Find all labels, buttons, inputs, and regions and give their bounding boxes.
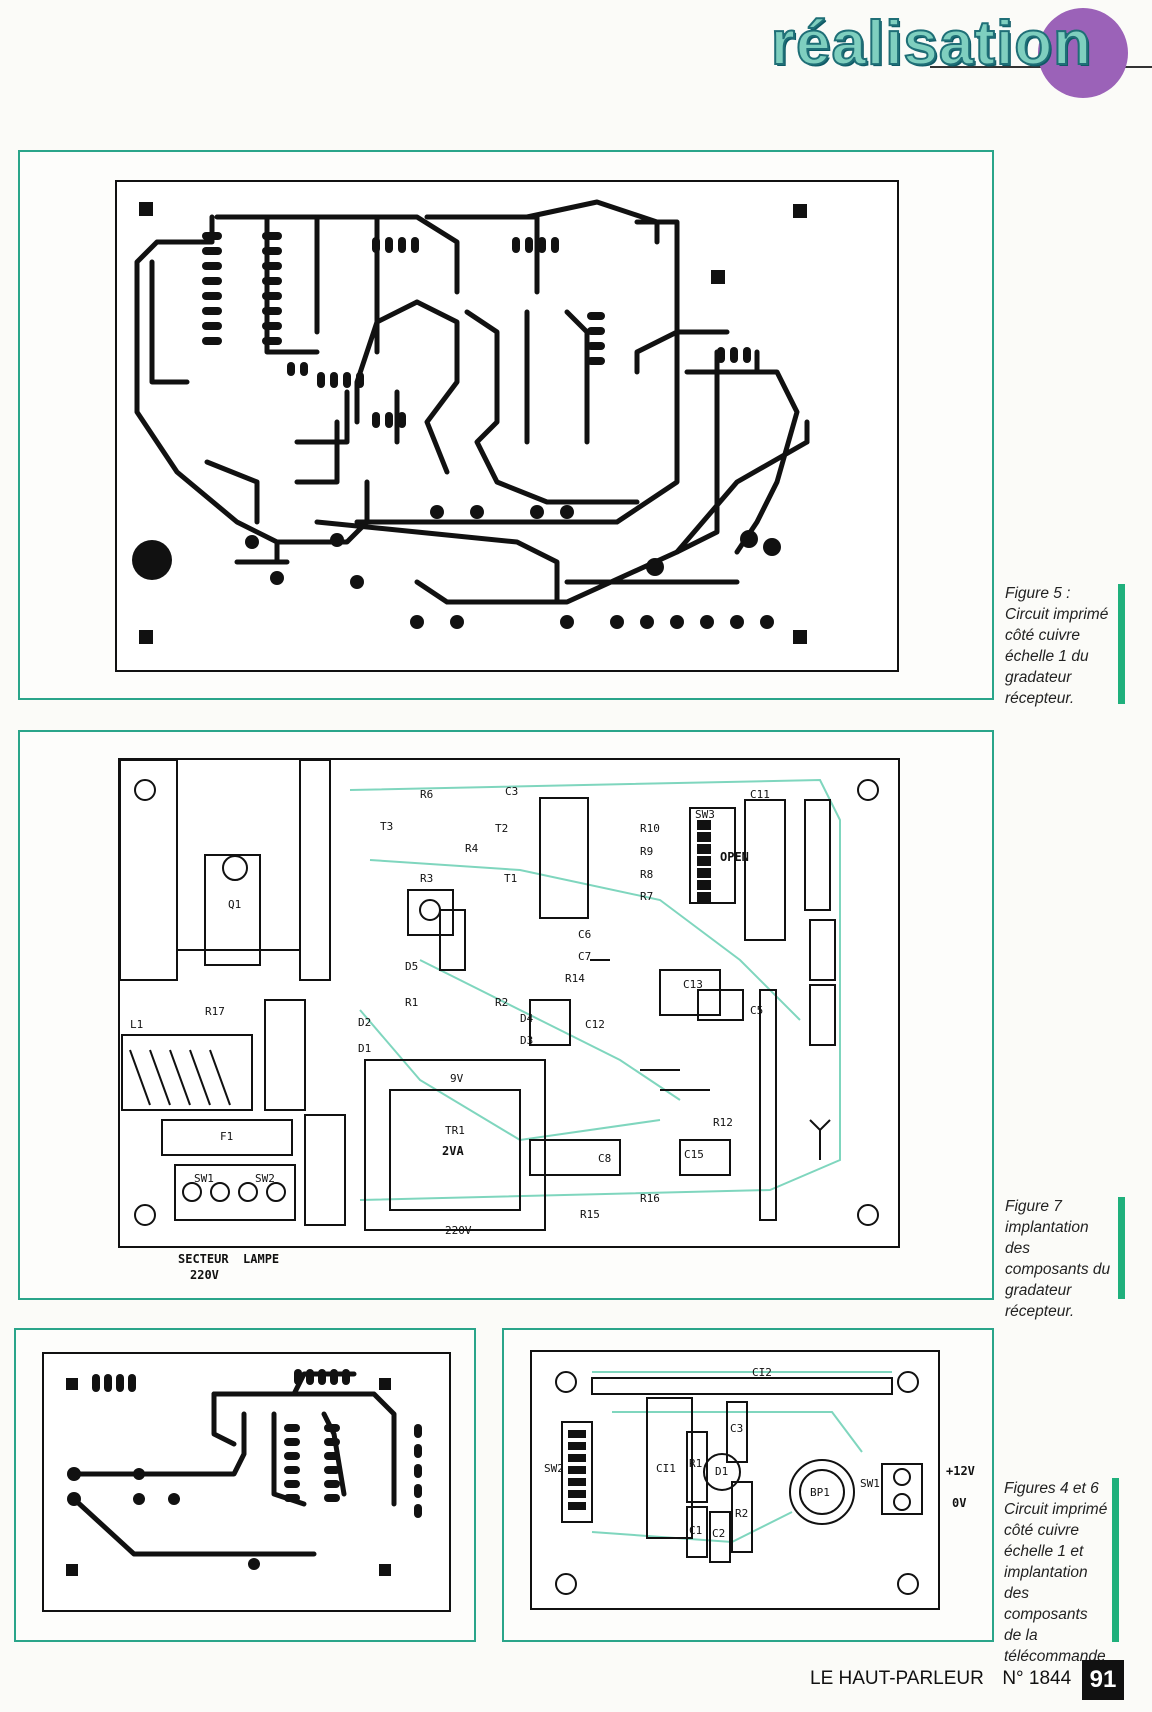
label-r4: R4 [465, 842, 479, 855]
label-d1-remote: D1 [715, 1465, 729, 1478]
label-t1: T1 [504, 872, 518, 885]
remote-copper-traces [66, 1369, 422, 1576]
label-r7: R7 [640, 890, 654, 903]
label-c13: C13 [683, 978, 703, 991]
dip-switch-sw2 [568, 1430, 586, 1510]
figure-46-caption-bar [1112, 1478, 1119, 1642]
label-r9: R9 [640, 845, 654, 858]
label-sw1-remote: SW1 [860, 1477, 880, 1490]
label-d5: D5 [405, 960, 419, 973]
label-tr1: TR1 [445, 1124, 465, 1137]
label-t2: T2 [495, 822, 509, 835]
mains-label: SECTEUR LAMPE [178, 1252, 280, 1266]
label-sw3: SW3 [695, 808, 715, 821]
label-c6: C6 [578, 928, 592, 941]
label-sw2-remote: SW2 [544, 1462, 564, 1475]
label-q1: Q1 [228, 898, 242, 911]
remote-component-layout [555, 1371, 923, 1595]
figure-46-caption: Figures 4 et 6 Circuit imprimé côté cuiv… [1004, 1480, 1108, 1665]
label-c3: C3 [505, 785, 519, 798]
figure-6-layout: CI2 C3 SW2 CI1 R1 D1 BP1 SW1 C1 C2 R2 [530, 1350, 940, 1610]
label-r6: R6 [420, 788, 434, 801]
label-r10: R10 [640, 822, 660, 835]
figure-7-layout: R6 C3 T3 T2 Q1 R4 R3 T1 R10 R9 R8 R7 SW3… [118, 758, 900, 1248]
label-ci2: CI2 [752, 1366, 772, 1379]
label-c2-remote: C2 [712, 1527, 726, 1540]
label-sw2: SW2 [255, 1172, 275, 1185]
label-r14: R14 [565, 972, 585, 985]
mains-voltage: 220V [190, 1268, 219, 1282]
label-d4: D4 [520, 1012, 534, 1025]
label-c1-remote: C1 [689, 1524, 703, 1537]
label-d2: D2 [358, 1016, 372, 1029]
label-c11-top: C11 [750, 788, 770, 801]
label-l1: L1 [130, 1018, 144, 1031]
label-220v: 220V [445, 1224, 472, 1237]
label-d1: D1 [358, 1042, 372, 1055]
ghost-traces [349, 778, 841, 1201]
label-c7: C7 [578, 950, 592, 963]
label-r1: R1 [405, 996, 419, 1009]
section-title: réalisation [770, 8, 1092, 79]
label-r2-remote: R2 [735, 1507, 749, 1520]
screw-terminals [182, 1182, 286, 1202]
supply-plus-label: +12V [946, 1464, 975, 1478]
label-sw1: SW1 [194, 1172, 214, 1185]
label-d3: D3 [520, 1034, 534, 1047]
label-c12: C12 [585, 1018, 605, 1031]
footer-issue: N° 1844 [1002, 1668, 1072, 1689]
label-c15: C15 [684, 1148, 704, 1161]
label-ci1: CI1 [656, 1462, 676, 1475]
label-c5: C5 [750, 1004, 764, 1017]
label-c3-remote: C3 [730, 1422, 744, 1435]
label-f1: F1 [220, 1130, 234, 1143]
label-r17: R17 [205, 1005, 225, 1018]
label-r12: R12 [713, 1116, 733, 1129]
figure-5-caption: Figure 5 : Circuit imprimé côté cuivre é… [1005, 585, 1109, 707]
label-r15: R15 [580, 1208, 600, 1221]
label-2va: 2VA [442, 1144, 464, 1158]
label-r16: R16 [640, 1192, 660, 1205]
figure-4-pcb [42, 1352, 451, 1612]
label-r1-remote: R1 [689, 1457, 703, 1470]
sw3-open-label: OPEN [720, 850, 749, 864]
footer: LE HAUT-PARLEUR N° 1844 [810, 1668, 1071, 1690]
label-c8: C8 [598, 1152, 612, 1165]
pcb-copper-traces [132, 199, 810, 644]
component-layout-drawing [120, 760, 879, 1231]
supply-zero-label: 0V [952, 1496, 967, 1510]
label-r8: R8 [640, 868, 654, 881]
figure-5-caption-bar [1118, 584, 1125, 704]
label-t3: T3 [380, 820, 394, 833]
figure-7-caption: Figure 7 implantation des composants du … [1005, 1198, 1111, 1320]
footer-magazine: LE HAUT-PARLEUR [810, 1668, 984, 1689]
ic-pad-rows [202, 232, 751, 428]
figure-7-caption-bar [1118, 1197, 1125, 1299]
header-decoration-circle [1038, 8, 1128, 98]
label-9v: 9V [450, 1072, 464, 1085]
page-number: 91 [1082, 1660, 1124, 1700]
label-r2: R2 [495, 996, 509, 1009]
label-r3: R3 [420, 872, 434, 885]
figure-5-pcb [115, 180, 899, 672]
dip-switch-sw3 [697, 820, 711, 902]
label-bp1: BP1 [810, 1486, 830, 1499]
